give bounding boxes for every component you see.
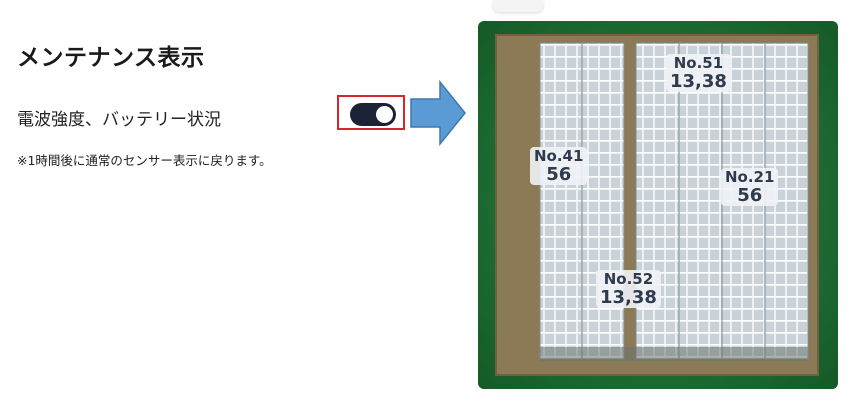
sensor-name: No.51 <box>673 54 724 72</box>
sensor-value: 13,38 <box>670 70 727 92</box>
page-title: メンテナンス表示 <box>17 45 205 71</box>
sensor-name: No.52 <box>603 270 654 288</box>
right-arrow-icon <box>410 80 466 146</box>
greenhouse-aerial-image <box>478 21 838 389</box>
toggle-knob <box>376 106 393 123</box>
toggle-highlight-frame <box>337 95 405 130</box>
sensor-marker-no41: No.41 56 <box>530 147 588 186</box>
sensor-value: 13,38 <box>600 286 657 308</box>
sensor-name: No.41 <box>534 147 584 165</box>
greenhouse-map: No.51 13,38 No.41 56 No.21 56 No.52 13,3… <box>478 21 838 389</box>
sensor-name: No.21 <box>725 168 775 186</box>
sensor-marker-no52: No.52 13,38 <box>596 270 661 309</box>
maintenance-note: ※1時間後に通常のセンサー表示に戻ります。 <box>17 153 272 168</box>
sensor-value: 56 <box>546 163 572 185</box>
maintenance-toggle[interactable] <box>350 103 396 126</box>
maintenance-setting-label: 電波強度、バッテリー状況 <box>17 110 221 130</box>
sensor-marker-no51: No.51 13,38 <box>666 54 731 93</box>
top-panel-edge <box>493 0 543 12</box>
sensor-marker-no21: No.21 56 <box>721 168 779 207</box>
sensor-value: 56 <box>737 184 763 206</box>
